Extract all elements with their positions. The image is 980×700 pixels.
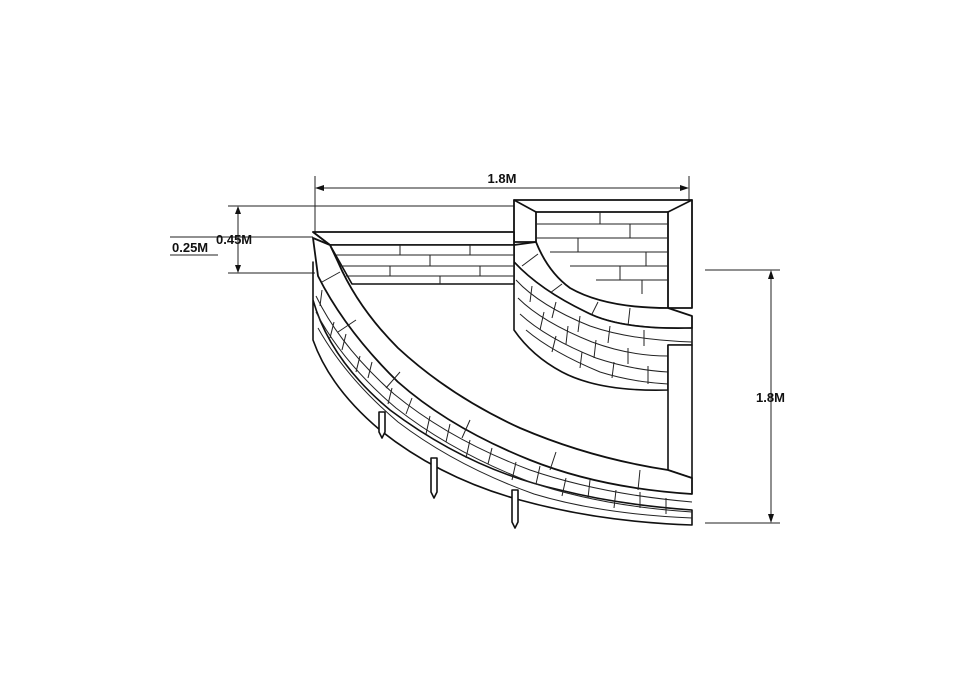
dimension-right-depth: 1.8M	[705, 269, 785, 524]
overall-height-label: 0.45M	[216, 232, 252, 247]
top-width-label: 1.8M	[488, 171, 517, 186]
dimension-heights: 0.45M 0.25M	[170, 205, 515, 274]
ground-stakes	[378, 411, 519, 529]
lower-tier-back	[312, 231, 515, 285]
dimension-top-width: 1.8M	[314, 171, 690, 232]
upper-tier	[513, 199, 693, 479]
right-depth-label: 1.8M	[756, 390, 785, 405]
lower-tier-height-label: 0.25M	[172, 240, 208, 255]
